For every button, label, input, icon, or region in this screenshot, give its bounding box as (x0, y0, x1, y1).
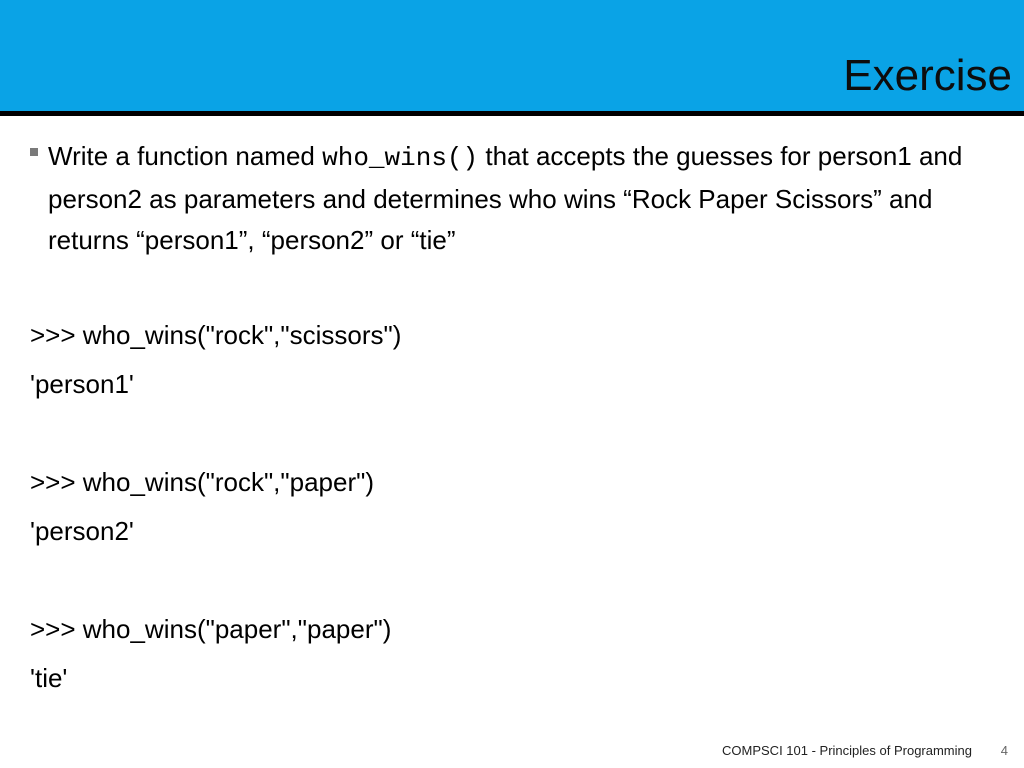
footer-course-title: COMPSCI 101 - Principles of Programming (722, 743, 972, 758)
function-name-code: who_wins() (322, 143, 479, 173)
example-result-1: 'person1' (30, 369, 134, 399)
bullet-text: Write a function named who_wins() that a… (48, 136, 1008, 261)
example-result-3: 'tie' (30, 663, 68, 693)
title-divider (0, 111, 1024, 116)
page-number: 4 (1000, 743, 1008, 758)
example-result-2: 'person2' (30, 516, 134, 546)
slide-title: Exercise (843, 51, 1012, 100)
square-bullet-icon (30, 148, 38, 156)
bullet-text-description: that accepts the guesses for person1 and… (48, 141, 963, 255)
example-call-2: >>> who_wins("rock","paper") (30, 467, 375, 497)
example-call-1: >>> who_wins("rock","scissors") (30, 320, 402, 350)
example-call-3: >>> who_wins("paper","paper") (30, 614, 392, 644)
title-bar (0, 0, 1024, 111)
bullet-text-intro: Write a function named (48, 141, 323, 171)
